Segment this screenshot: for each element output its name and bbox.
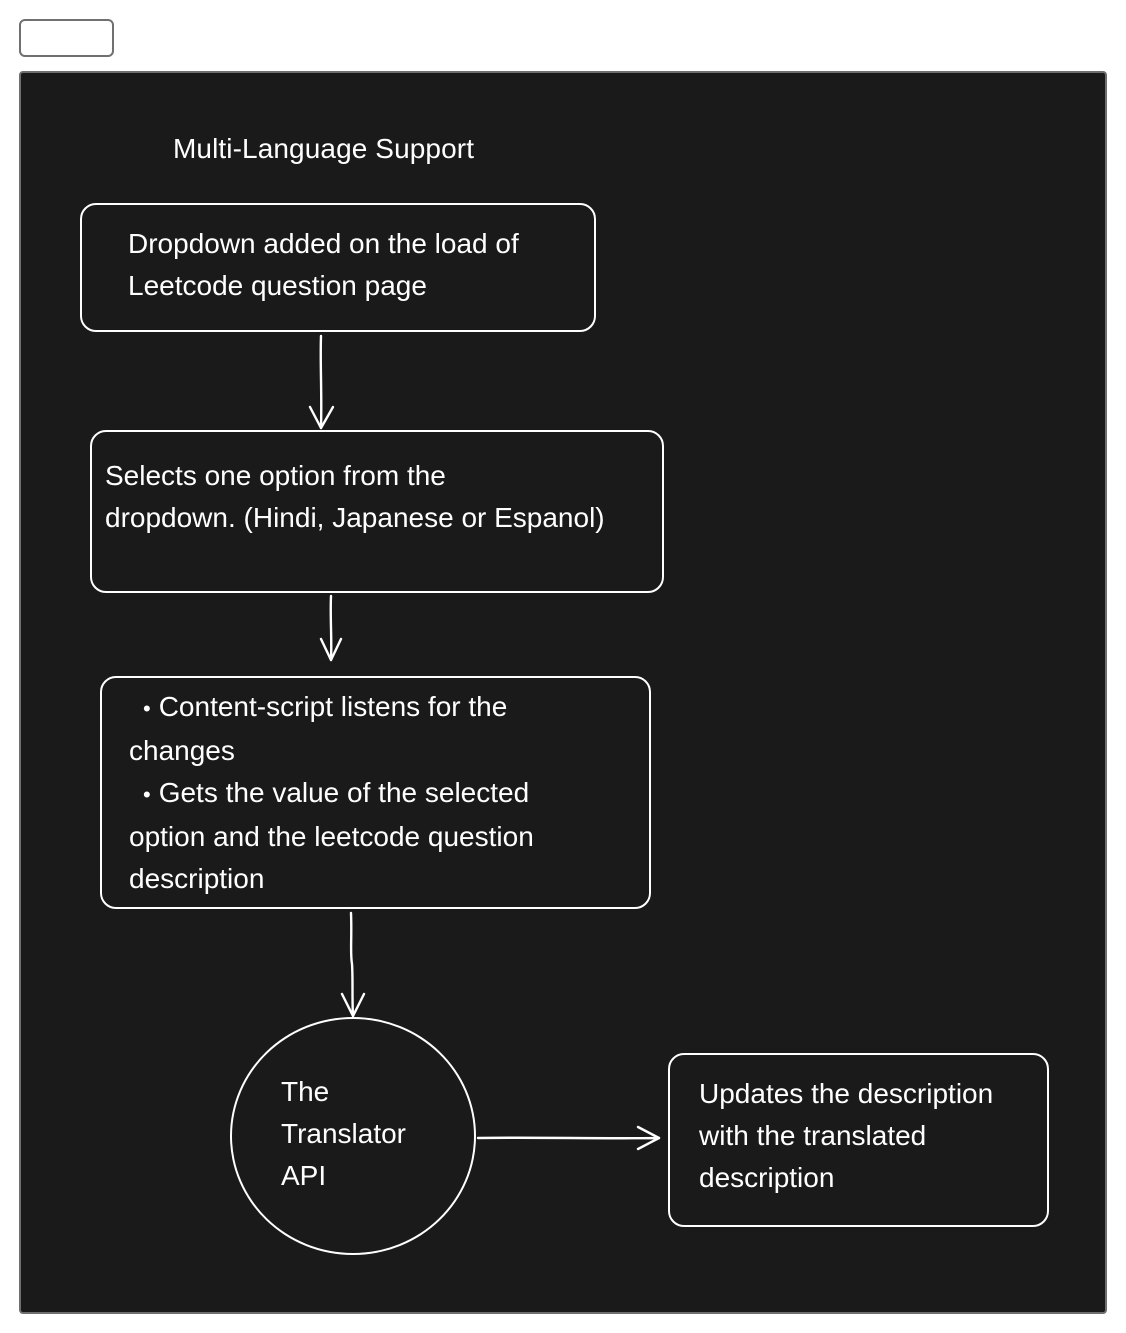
arrow-translator-to-updates[interactable]: [476, 1125, 661, 1151]
node-updates-description[interactable]: Updates the description with the transla…: [668, 1053, 1049, 1227]
node-text-line: Leetcode question page: [128, 270, 427, 301]
node-text-line: Gets the value of the selected: [158, 777, 530, 808]
arrow-head-icon: [340, 992, 366, 1018]
arrow-dropdown-to-select[interactable]: [308, 334, 335, 430]
node-text-line: description: [129, 863, 265, 894]
frame-tab[interactable]: [19, 19, 114, 57]
arrow-head-icon: [308, 405, 335, 430]
arrow-select-to-content[interactable]: [319, 594, 343, 662]
bullet-icon: •: [143, 782, 151, 807]
node-text-line: Updates the description: [699, 1078, 994, 1109]
arrow-line: [349, 911, 355, 1018]
arrow-line: [329, 594, 333, 662]
node-text-line: dropdown. (Hindi, Japanese or Espanol): [105, 502, 605, 533]
arrow-line: [319, 334, 323, 430]
node-selects-option[interactable]: Selects one option from the dropdown. (H…: [90, 430, 664, 593]
node-translator-api[interactable]: The Translator API: [230, 1017, 476, 1255]
arrow-content-to-translator[interactable]: [340, 911, 366, 1018]
node-text-line: description: [699, 1162, 835, 1193]
node-text-line: The: [281, 1076, 330, 1107]
bullet-item: • Content-script listens for the: [129, 686, 649, 730]
diagram-title: Multi-Language Support: [173, 133, 475, 164]
node-text-line: Dropdown added on the load of: [128, 228, 519, 259]
node-text-line: Selects one option from the: [105, 460, 446, 491]
node-text-line: API: [281, 1160, 327, 1191]
node-text-line: changes: [129, 735, 235, 766]
node-text-line: option and the leetcode question: [129, 821, 534, 852]
arrow-line: [476, 1136, 661, 1140]
node-text-line: Translator: [281, 1118, 407, 1149]
arrow-head-icon: [636, 1125, 661, 1151]
node-text-line: with the translated: [699, 1120, 927, 1151]
bullet-icon: •: [143, 696, 151, 721]
node-content-script[interactable]: •Content-script listens for the changes …: [100, 676, 651, 909]
arrow-head-icon: [319, 637, 343, 662]
node-text-line: Content-script listens for the: [158, 691, 508, 722]
node-dropdown-added[interactable]: Dropdown added on the load of Leetcode q…: [80, 203, 596, 332]
bullet-item: • Gets the value of the selected: [129, 772, 649, 816]
diagram-frame: Multi-Language Support Dropdown added on…: [19, 71, 1107, 1314]
